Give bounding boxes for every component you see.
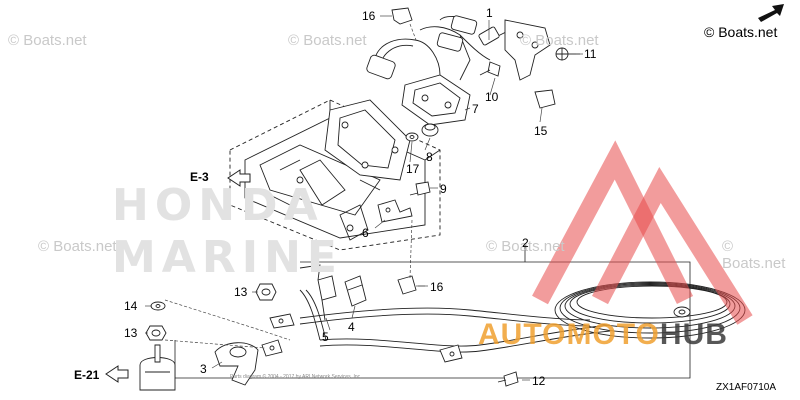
boats-watermark-2: © Boats.net — [288, 32, 367, 49]
boats-watermark-1: © Boats.net — [8, 32, 87, 49]
nut-13-lower — [145, 325, 167, 341]
bracket-1 — [504, 19, 551, 81]
callout-10: 10 — [485, 90, 499, 104]
callout-4: 4 — [348, 320, 355, 334]
screw-11 — [555, 47, 580, 61]
main-bracket-group — [229, 99, 441, 251]
callout-5: 5 — [322, 330, 329, 344]
clamp-6 — [377, 199, 413, 223]
bolt-9 — [409, 181, 431, 196]
bolt-12 — [497, 371, 519, 387]
callout-16-mid: 16 — [430, 280, 444, 294]
bolt-10 — [479, 61, 501, 77]
arrow-top-right-icon — [758, 4, 784, 22]
boats-watermark-5: © Boats.net — [486, 238, 565, 255]
callout-8: 8 — [426, 150, 433, 164]
boats-watermark-3: © Boats.net — [520, 32, 599, 49]
arrow-e3-icon — [227, 169, 251, 187]
callout-14: 14 — [124, 299, 138, 313]
ignition-module-7 — [401, 74, 471, 126]
top-copyright: © Boats.net — [704, 24, 778, 40]
callout-7: 7 — [472, 102, 479, 116]
callout-6: 6 — [362, 226, 369, 240]
fuse-holder-5 — [299, 264, 337, 321]
gasket-plate — [324, 99, 411, 181]
callout-2: 2 — [522, 236, 529, 250]
battery-cable-runs — [299, 289, 611, 353]
callout-13-upper: 13 — [234, 285, 248, 299]
callout-1: 1 — [486, 6, 493, 20]
brand-watermark-line1: HONDA — [112, 180, 324, 231]
nut-13-upper — [255, 283, 277, 301]
automotohub-wordmark: AUTOMOTOHUB — [478, 318, 728, 354]
logo-part-hub: HUB — [659, 318, 728, 351]
callout-16-top: 16 — [362, 9, 376, 23]
boats-watermark-6: © Boats.net — [722, 238, 786, 272]
brand-watermark-line2: MARINE — [112, 232, 343, 283]
terminal-cap-4 — [344, 275, 367, 307]
callout-9: 9 — [440, 182, 447, 196]
clip-15 — [534, 89, 556, 109]
callout-13-lower: 13 — [124, 326, 138, 340]
terminal-boot-3 — [214, 342, 259, 386]
logo-part-moto: MOTO — [566, 318, 660, 351]
callout-15: 15 — [534, 124, 548, 138]
leader-lines-lower — [145, 285, 530, 381]
arrow-e21-icon — [105, 365, 129, 383]
callout-17: 17 — [406, 162, 420, 176]
connector-plugs — [366, 15, 500, 80]
diagram-code: ZX1AF0710A — [716, 382, 777, 393]
washer-17 — [405, 132, 419, 142]
callout-3: 3 — [200, 362, 207, 376]
grommet-8 — [421, 123, 439, 137]
cable-terminals — [261, 306, 691, 363]
fine-print: Parts diagram © 2004 - 2017 by ARI Netwo… — [230, 374, 362, 380]
clip-16-mid — [397, 275, 417, 295]
ref-e21-label: E-21 — [74, 368, 100, 382]
automotohub-triangle-logo — [532, 140, 753, 325]
ref-e3-label: E-3 — [190, 170, 209, 184]
boats-watermark-4: © Boats.net — [38, 238, 117, 255]
logo-part-auto: AUTO — [478, 318, 567, 351]
starter-terminal-post — [139, 344, 176, 391]
callout-12: 12 — [532, 374, 546, 388]
clip-16-top — [391, 7, 413, 25]
washer-14 — [150, 301, 166, 311]
callout-11: 11 — [584, 47, 597, 61]
